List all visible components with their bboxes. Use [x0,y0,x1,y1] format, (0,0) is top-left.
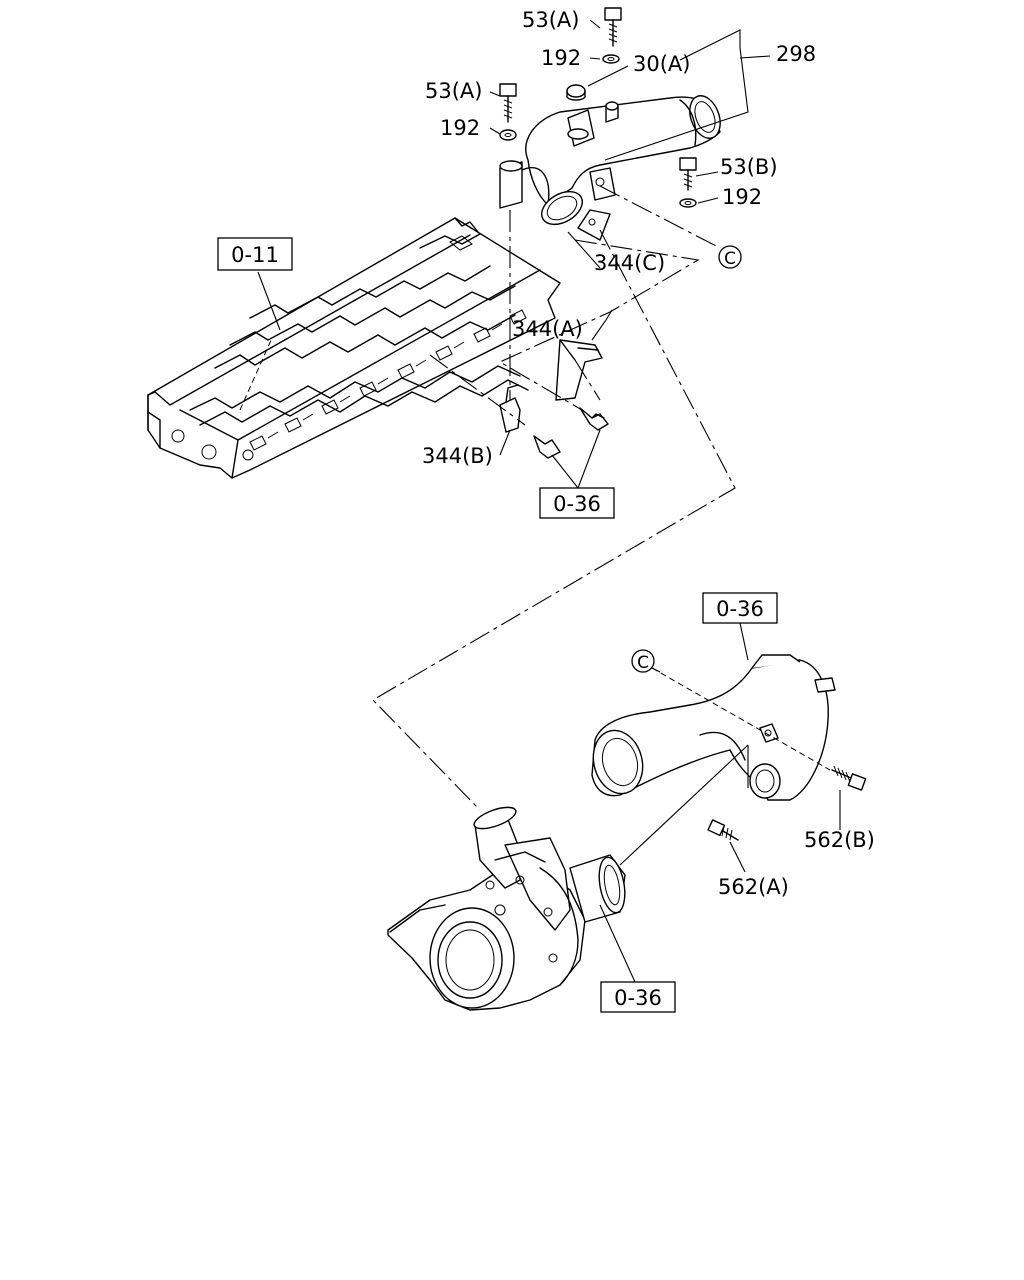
connection-markers: C C [631,245,742,673]
upper-fasteners [499,7,697,208]
ref-cylinder-head: 0-11 [231,243,279,267]
label-30a: 30(A) [633,52,690,76]
label-298: 298 [776,42,816,66]
label-344b: 344(B) [422,444,493,468]
marker-c-lower-text: C [637,653,649,673]
label-344a: 344(A) [512,317,583,341]
marker-c-upper-text: C [724,249,736,269]
label-562b: 562(B) [804,828,875,852]
ref-bracket: 0-36 [553,492,601,516]
part-labels: 53(A) 192 30(A) 298 53(A) 192 53(B) 192 … [422,8,875,899]
marker-c-upper [718,245,742,269]
label-344c: 344(C) [594,251,665,275]
ref-box-cylinder-head [217,237,293,271]
label-53a-top: 53(A) [522,8,579,32]
brackets-drawing [499,339,609,459]
label-562a: 562(A) [718,875,789,899]
lower-bolts [707,765,867,841]
upper-assembly-lines [239,185,736,811]
turbocharger-drawing [387,806,626,1011]
ref-box-turbo [600,981,676,1013]
ref-elbow: 0-36 [716,597,764,621]
ref-box-elbow [702,592,778,624]
leader-lines [257,19,841,983]
cylinder-head-drawing [147,217,561,479]
lower-assembly-lines [619,667,831,866]
reference-boxes: 0-11 0-36 0-36 0-36 [217,237,778,1013]
label-192-left: 192 [440,116,480,140]
lower-elbow-drawing [591,654,836,801]
pipe-298-drawing [499,95,721,241]
marker-c-lower [631,649,655,673]
ref-box-bracket [539,487,615,519]
label-53a-left: 53(A) [425,79,482,103]
label-53b: 53(B) [720,155,778,179]
ref-turbo: 0-36 [614,986,662,1010]
label-192-top: 192 [541,46,581,70]
label-192-right: 192 [722,185,762,209]
